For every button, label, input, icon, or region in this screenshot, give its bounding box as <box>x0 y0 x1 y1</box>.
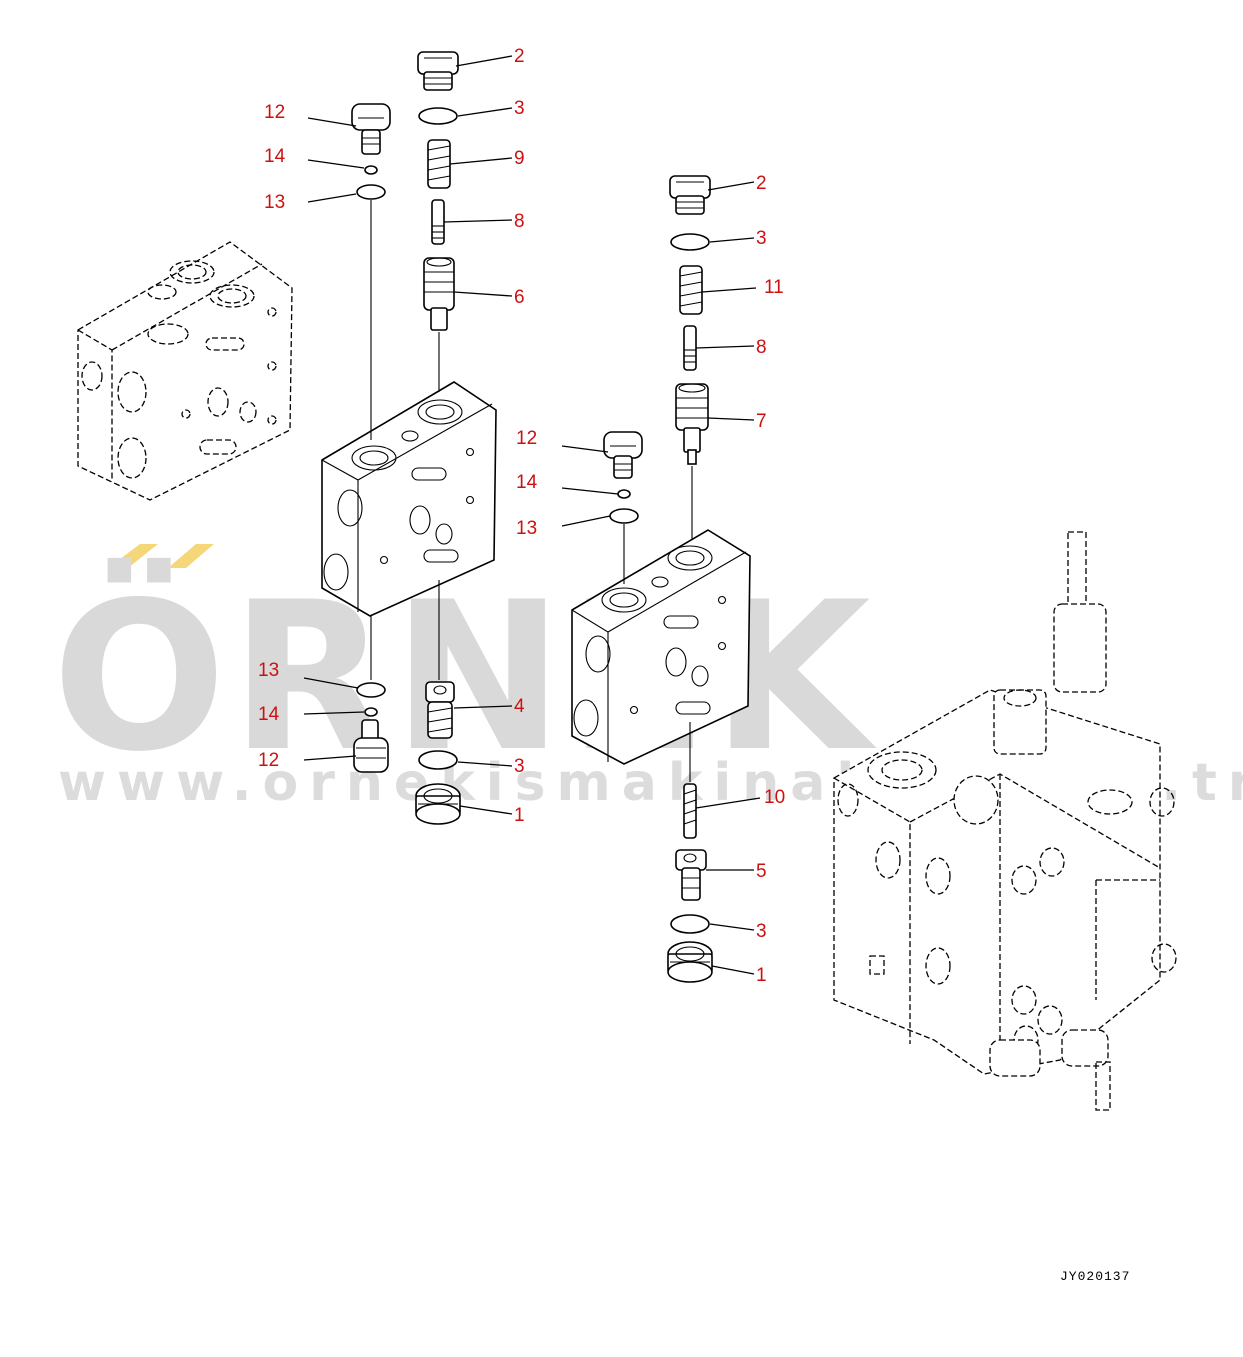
callout-8: 8 <box>514 211 525 232</box>
plug-12b <box>353 719 389 773</box>
valve-section-block-left <box>321 381 497 617</box>
watermark-umlaut-right <box>168 544 214 568</box>
spring-9 <box>427 139 451 189</box>
callout-14: 14 <box>258 704 280 725</box>
callout-6: 6 <box>514 287 525 308</box>
plug-12c <box>603 431 643 479</box>
spring-10 <box>683 783 697 839</box>
plug-2b <box>669 175 711 215</box>
o-ring-14a <box>364 165 378 175</box>
o-ring-3c <box>670 233 710 251</box>
valve-7 <box>675 383 709 465</box>
callout-4: 4 <box>514 696 525 717</box>
callout-12: 12 <box>516 428 537 449</box>
plug-12a <box>351 103 391 155</box>
o-ring-13a <box>356 184 386 200</box>
callout-14: 14 <box>264 146 286 167</box>
callout-13: 13 <box>264 192 285 213</box>
callout-7: 7 <box>756 411 767 432</box>
callout-12: 12 <box>258 750 279 771</box>
plug-1a <box>415 783 461 825</box>
o-ring-14b <box>364 707 378 717</box>
piston-8a <box>431 199 445 245</box>
valve-6 <box>423 257 455 331</box>
callout-labels: 2 3 9 8 6 12 14 13 13 14 12 4 3 1 2 3 11… <box>258 46 785 986</box>
spring-11 <box>679 265 703 315</box>
leader-lines <box>303 55 761 975</box>
callout-9: 9 <box>514 148 525 169</box>
callout-3: 3 <box>514 98 525 119</box>
o-ring-3d <box>670 914 710 934</box>
callout-13: 13 <box>258 660 279 681</box>
callout-2: 2 <box>514 46 525 67</box>
o-ring-3a <box>418 107 458 125</box>
callout-5: 5 <box>756 861 767 882</box>
watermark-umlaut-left <box>108 544 158 568</box>
callout-1: 1 <box>756 965 767 986</box>
piston-8b <box>683 325 697 371</box>
o-ring-3b <box>418 750 458 770</box>
o-ring-14c <box>617 489 631 499</box>
o-ring-13c <box>609 508 639 524</box>
callout-3: 3 <box>514 756 525 777</box>
valve-4 <box>425 681 455 739</box>
plug-2a <box>417 51 459 91</box>
callout-12: 12 <box>264 102 285 123</box>
callout-8: 8 <box>756 337 767 358</box>
valve-section-block-right <box>571 529 751 765</box>
o-ring-13b <box>356 682 386 698</box>
callout-11: 11 <box>764 277 784 298</box>
callout-2: 2 <box>756 173 767 194</box>
drawing-code: JY020137 <box>1060 1269 1130 1284</box>
valve-5 <box>675 849 707 901</box>
callout-3: 3 <box>756 921 767 942</box>
callout-3: 3 <box>756 228 767 249</box>
callout-13: 13 <box>516 518 537 539</box>
callout-10: 10 <box>764 787 785 808</box>
callout-14: 14 <box>516 472 538 493</box>
ghost-assembly-right <box>833 531 1177 1111</box>
callout-1: 1 <box>514 805 525 826</box>
ghost-block-left <box>77 241 293 501</box>
plug-1b <box>667 941 713 983</box>
